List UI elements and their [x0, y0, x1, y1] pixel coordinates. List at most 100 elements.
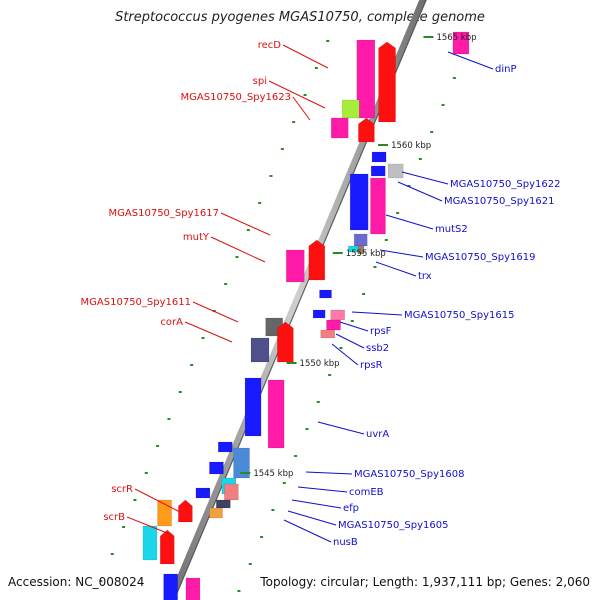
- gene-block: [370, 165, 386, 177]
- gene-block: [163, 573, 178, 600]
- leader-line-right: [283, 519, 332, 543]
- gene-block: [209, 461, 224, 475]
- gene-block: [330, 117, 349, 139]
- leader-line-left: [184, 321, 233, 343]
- gene-features: [142, 31, 470, 600]
- gene-label-right: nusB: [333, 537, 358, 548]
- tick-mark: [282, 482, 286, 484]
- kbp-label: 1555 kbp: [346, 249, 386, 259]
- leader-line-left: [282, 44, 329, 69]
- gene-label-right: efp: [343, 503, 359, 514]
- tick-mark: [362, 293, 366, 295]
- leader-line-right: [297, 486, 348, 493]
- gene-label-right: dinP: [495, 64, 517, 75]
- gene-block: [224, 483, 239, 501]
- map-title: Streptococcus pyogenes MGAS10750, comple…: [115, 10, 485, 25]
- tick-mark: [430, 131, 434, 133]
- gene-block: [356, 39, 376, 119]
- gene-block: [326, 319, 341, 331]
- leader-line-right: [447, 51, 494, 70]
- gene-label-right: rpsF: [370, 326, 392, 337]
- tick-mark: [280, 148, 284, 150]
- leader-line-left: [134, 488, 181, 513]
- leader-line-right: [375, 261, 417, 277]
- tick-mark: [271, 509, 275, 511]
- tick-mark: [294, 455, 298, 457]
- tick-mark: [452, 77, 456, 79]
- gene-label-right: trx: [418, 271, 432, 282]
- gene-block: [370, 177, 386, 235]
- gene-arrow-block: [308, 239, 326, 281]
- gene-label-right: MGAS10750_Spy1619: [425, 252, 535, 263]
- gene-label-left: scrR: [111, 484, 133, 495]
- gene-block: [195, 487, 211, 499]
- green-tick-track: [99, 40, 468, 592]
- gene-block: [218, 441, 233, 453]
- tick-mark: [237, 590, 241, 592]
- kbp-label: 1545 kbp: [253, 469, 293, 479]
- tick-mark: [246, 229, 250, 231]
- gene-label-left: corA: [160, 317, 183, 328]
- tick-mark: [110, 553, 114, 555]
- gene-label-left: MGAS10750_Spy1623: [181, 92, 291, 103]
- gene-block: [341, 99, 360, 119]
- tick-mark: [328, 374, 332, 376]
- gene-block: [353, 233, 368, 247]
- gene-arrow-block: [277, 321, 294, 363]
- gene-label-left: recD: [258, 40, 282, 51]
- leader-line-left: [220, 212, 271, 236]
- gene-label-right: MGAS10750_Spy1621: [444, 196, 554, 207]
- tick-mark: [316, 401, 320, 403]
- gene-block: [185, 577, 201, 600]
- leader-line-right: [401, 171, 449, 185]
- gene-block: [349, 173, 369, 231]
- tick-mark: [122, 526, 126, 528]
- gene-arrow-block: [178, 499, 193, 523]
- tick-mark: [260, 536, 264, 538]
- tick-mark: [441, 104, 445, 106]
- gene-label-right: MGAS10750_Spy1605: [338, 520, 448, 531]
- tick-mark: [224, 283, 228, 285]
- tick-mark: [178, 391, 182, 393]
- tick-mark: [339, 347, 343, 349]
- gene-label-right: ssb2: [366, 343, 389, 354]
- leader-line-right: [291, 499, 342, 509]
- gene-block: [267, 379, 285, 449]
- gene-block: [312, 309, 326, 319]
- leader-line-left: [192, 301, 239, 323]
- gene-block: [330, 309, 345, 321]
- gene-block: [371, 151, 387, 163]
- gene-block: [157, 499, 172, 527]
- tick-mark: [258, 202, 262, 204]
- gene-block: [320, 329, 335, 339]
- gene-label-right: MGAS10750_Spy1608: [354, 469, 464, 480]
- leader-line-right: [385, 214, 434, 230]
- leader-line-left: [268, 80, 326, 109]
- leader-line-right: [339, 321, 369, 332]
- gene-label-right: comEB: [349, 487, 384, 498]
- gene-arrow-block: [378, 41, 396, 123]
- tick-mark: [167, 418, 171, 420]
- leader-line-left: [126, 516, 173, 536]
- gene-labels: recD spiMGAS10750_Spy1623MGAS10750_Spy161…: [81, 40, 561, 548]
- tick-mark: [396, 212, 400, 214]
- gene-label-right: uvrA: [366, 429, 389, 440]
- tick-mark: [133, 499, 137, 501]
- tick-mark: [314, 67, 318, 69]
- tick-mark: [350, 320, 354, 322]
- gene-label-left: spi: [253, 76, 267, 87]
- gene-block: [319, 289, 332, 299]
- gene-arrow-block: [358, 117, 375, 143]
- leader-line-right: [331, 343, 359, 366]
- tick-mark: [303, 94, 307, 96]
- kbp-label: 1565 kbp: [436, 33, 476, 43]
- gene-label-left: MGAS10750_Spy1617: [109, 208, 219, 219]
- leader-line-right: [335, 333, 365, 349]
- leader-line-right: [305, 471, 353, 475]
- gene-label-left: scrB: [103, 512, 125, 523]
- tick-mark: [326, 40, 330, 42]
- gene-label-right: MGAS10750_Spy1615: [404, 310, 514, 321]
- gene-block: [387, 163, 404, 179]
